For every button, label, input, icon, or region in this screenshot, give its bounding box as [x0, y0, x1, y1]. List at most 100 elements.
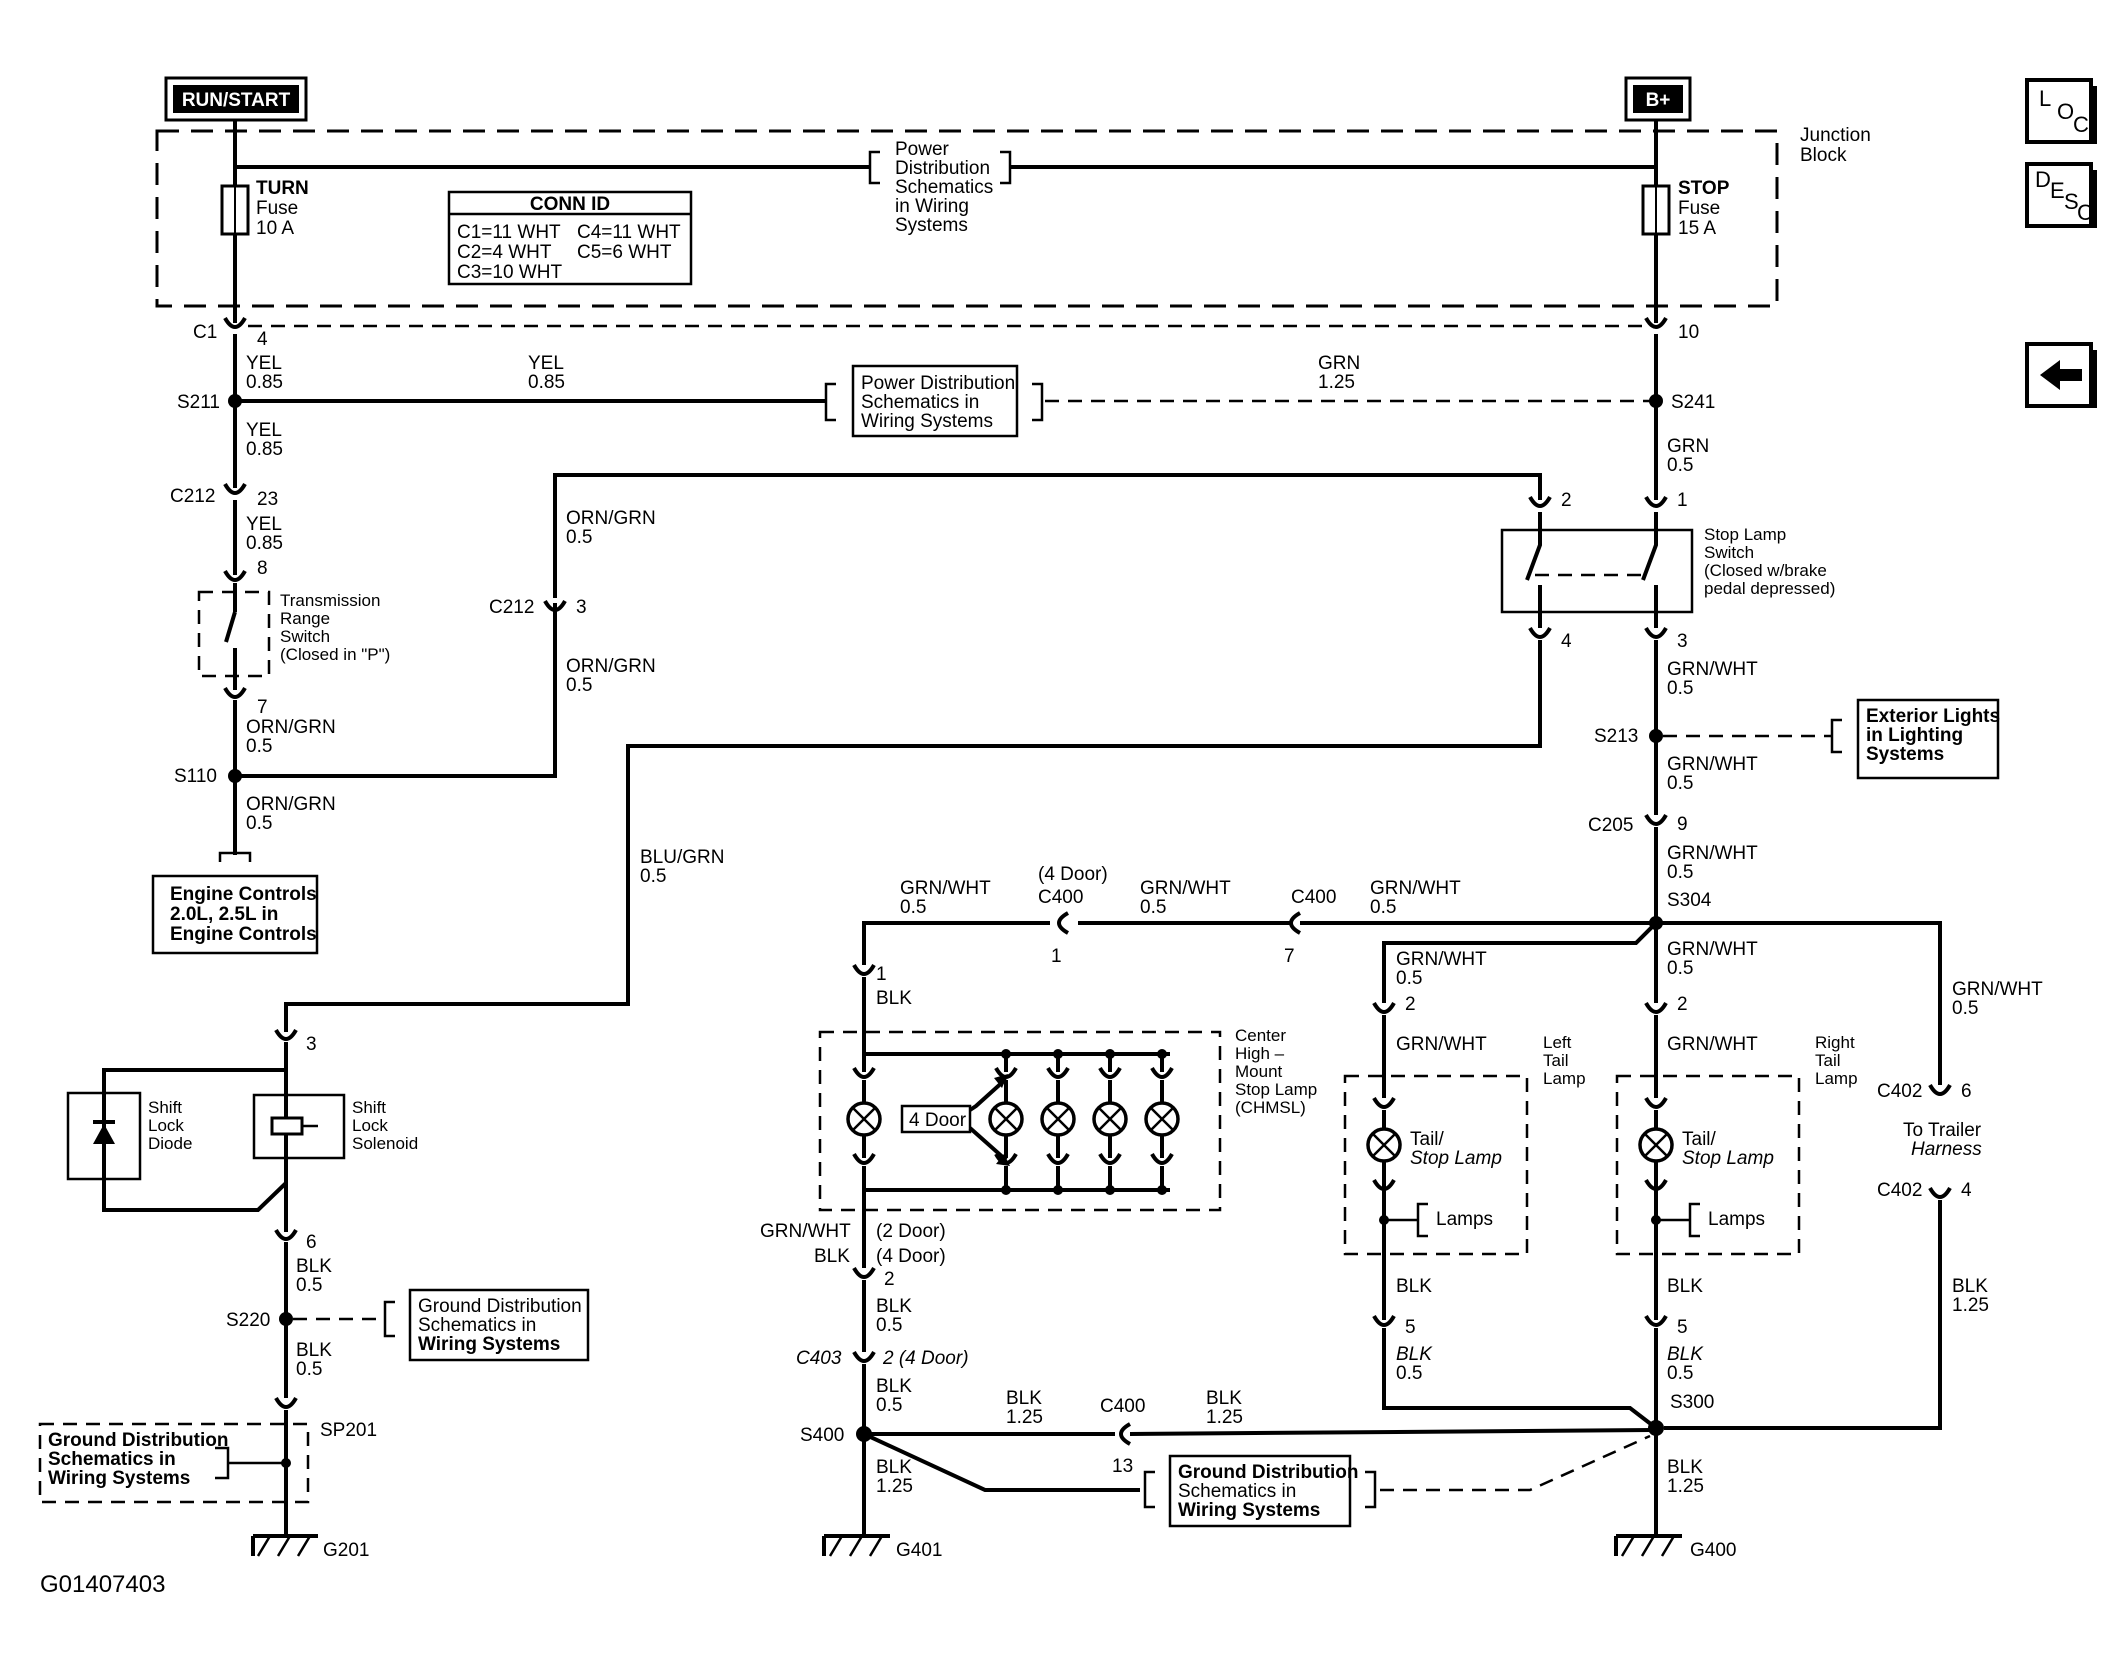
ground-distribution-ref-2[interactable]: Ground Distribution Schematics in Wiring…: [48, 1430, 228, 1489]
chmsl-line-5: (CHMSL): [1235, 1098, 1306, 1117]
chmsl-4-door-label: 4 Door: [909, 1110, 967, 1131]
c212-pin3-connector: [543, 599, 567, 612]
sls-switch-right[interactable]: [1641, 512, 1658, 581]
diode-symbol-icon: [93, 1124, 115, 1144]
wire-gauge-125-1: 1.25: [1318, 372, 1355, 393]
chmsl-line-4: Stop Lamp: [1235, 1080, 1317, 1099]
sls-pin2-connector: [1528, 495, 1552, 508]
wire-label-grn-wht-11: GRN/WHT: [1667, 1034, 1758, 1055]
wire-gauge-05-8: 0.5: [1667, 773, 1693, 794]
engine-controls-ref[interactable]: Engine Controls 2.0L, 2.5L in Engine Con…: [151, 874, 319, 955]
s220-label: S220: [226, 1310, 270, 1331]
sls-switch-left[interactable]: [1525, 512, 1542, 581]
c212-pin-3: 3: [576, 597, 587, 618]
wire-label-blk-2: BLK: [296, 1340, 332, 1361]
wire-label-blk-5: BLK: [876, 1296, 912, 1317]
right-tail-line-2: Tail: [1815, 1051, 1841, 1070]
sls-pin4-connector: [1528, 626, 1552, 639]
wire-gauge-085-2: 0.85: [528, 372, 565, 393]
conn-id-c4: C4=11 WHT: [577, 222, 681, 243]
s211-label: S211: [177, 392, 220, 413]
trs-pin-8: 8: [257, 558, 268, 579]
wire-gauge-125-4: 1.25: [876, 1476, 913, 1497]
trs-switch-blade[interactable]: [224, 611, 237, 643]
c1-left-connector: [223, 316, 247, 329]
splice-s220: [279, 1312, 293, 1326]
wire-orn-grn-to-stop-lamp-switch: [553, 473, 1542, 590]
wire-gauge-05-10: 0.5: [900, 897, 926, 918]
gds-1-line-1: Ground Distribution: [418, 1296, 582, 1317]
power-distribution-ref-mid[interactable]: Power Distribution Schematics in Wiring …: [824, 364, 1044, 438]
wire-gauge-125-3: 1.25: [1206, 1407, 1243, 1428]
sp201-connector: [274, 1396, 298, 1409]
wire-gauge-085-4: 0.85: [246, 533, 283, 554]
shift-lock-diode-line-1: Shift: [148, 1098, 182, 1117]
right-tail-bulb-line-2: Stop Lamp: [1682, 1148, 1774, 1169]
c402-label-1: C402: [1877, 1081, 1922, 1102]
g401-label: G401: [896, 1540, 942, 1561]
run-start-label: RUN/START: [182, 90, 291, 111]
left-tail-line-1: Left: [1543, 1033, 1572, 1052]
wire-label-grn-wht-10: GRN/WHT: [1667, 939, 1758, 960]
left-tail-bulb-line-2: Stop Lamp: [1410, 1148, 1502, 1169]
stop-lamp-switch-body: [1500, 528, 1694, 614]
right-tail-lamps-bracket: [1688, 1202, 1700, 1238]
gds-1-line-2: Schematics in: [418, 1315, 536, 1336]
shift-lock-diode-line-3: Diode: [148, 1134, 192, 1153]
chmsl-outline: [818, 1030, 1222, 1212]
wire-label-yel-4: YEL: [246, 514, 282, 535]
trailer-line-1: To Trailer: [1903, 1120, 1982, 1141]
wire-gauge-05-13: 0.5: [296, 1275, 322, 1296]
c402-pin4-connector: [1928, 1186, 1952, 1199]
c1-label: C1: [193, 322, 217, 343]
sls-pin-1: 1: [1677, 490, 1688, 511]
wire-orn-grn-s110-to-c212: [235, 603, 557, 778]
c402-pin-4: 4: [1961, 1180, 1972, 1201]
pds-mid-line-2: Schematics in: [861, 392, 979, 413]
c403-connector: [852, 1350, 876, 1363]
wire-gauge-05-12: 0.5: [1370, 897, 1396, 918]
junction-block-label-1: Junction: [1800, 125, 1871, 146]
wire-gauge-05-2: 0.5: [246, 813, 272, 834]
loc-nav-button[interactable]: L O C: [2025, 78, 2097, 144]
wire-label-blk-8: BLK: [1206, 1388, 1242, 1409]
stop-fuse-type: Fuse: [1678, 198, 1720, 219]
wire-label-orn-grn-3: ORN/GRN: [566, 508, 656, 529]
exterior-lights-ref[interactable]: Exterior Lights in Lighting Systems: [1856, 698, 2000, 780]
conn-id-c3: C3=10 WHT: [457, 262, 562, 283]
back-nav-button[interactable]: [2025, 342, 2097, 408]
pds-top-line-3: Schematics: [895, 177, 993, 198]
s241-label: S241: [1671, 392, 1715, 413]
g201-label: G201: [323, 1540, 369, 1561]
right-tail-bulb-icon: [1638, 1127, 1674, 1163]
wire-gauge-05-19: 0.5: [1667, 958, 1693, 979]
trs-line-4: (Closed in "P"): [280, 645, 390, 664]
wire-gauge-05-9: 0.5: [1667, 862, 1693, 883]
junction-block-outline: [155, 129, 1779, 308]
chmsl-pin2-connector: [852, 1266, 876, 1279]
sls-line-2: Switch: [1704, 543, 1754, 562]
c403-pin-label: 2 (4 Door): [882, 1348, 969, 1369]
turn-fuse-rating: 10 A: [256, 218, 294, 239]
right-tail-bulb-line-1: Tail/: [1682, 1129, 1717, 1150]
turn-fuse-type: Fuse: [256, 198, 298, 219]
junction-block-label-2: Block: [1800, 145, 1847, 166]
c1-pin-4: 4: [257, 329, 268, 350]
wire-gauge-05-15: 0.5: [876, 1315, 902, 1336]
power-distribution-ref-top[interactable]: Power Distribution Schematics in Wiring …: [868, 139, 1012, 236]
ext-lights-line-3: Systems: [1866, 744, 1944, 765]
c400-four-door-label: (4 Door): [1038, 864, 1108, 885]
chmsl-arrow-up: [968, 1077, 1008, 1112]
left-tail-line-3: Lamp: [1543, 1069, 1586, 1088]
ground-distribution-ref-3[interactable]: Ground Distribution Schematics in Wiring…: [1168, 1454, 1358, 1528]
engine-controls-ref-bracket: [218, 851, 252, 862]
gds-2-outline: [38, 1422, 310, 1504]
trs-line-2: Range: [280, 609, 330, 628]
c212-label-2: C212: [489, 597, 534, 618]
right-tail-line-3: Lamp: [1815, 1069, 1858, 1088]
ground-distribution-ref-1[interactable]: Ground Distribution Schematics in Wiring…: [408, 1288, 590, 1362]
stop-fuse-name: STOP: [1678, 178, 1730, 199]
trs-pin-7: 7: [257, 697, 268, 718]
desc-nav-button[interactable]: D E S C: [2025, 162, 2097, 228]
chmsl-four-door-label: (4 Door): [876, 1246, 946, 1267]
